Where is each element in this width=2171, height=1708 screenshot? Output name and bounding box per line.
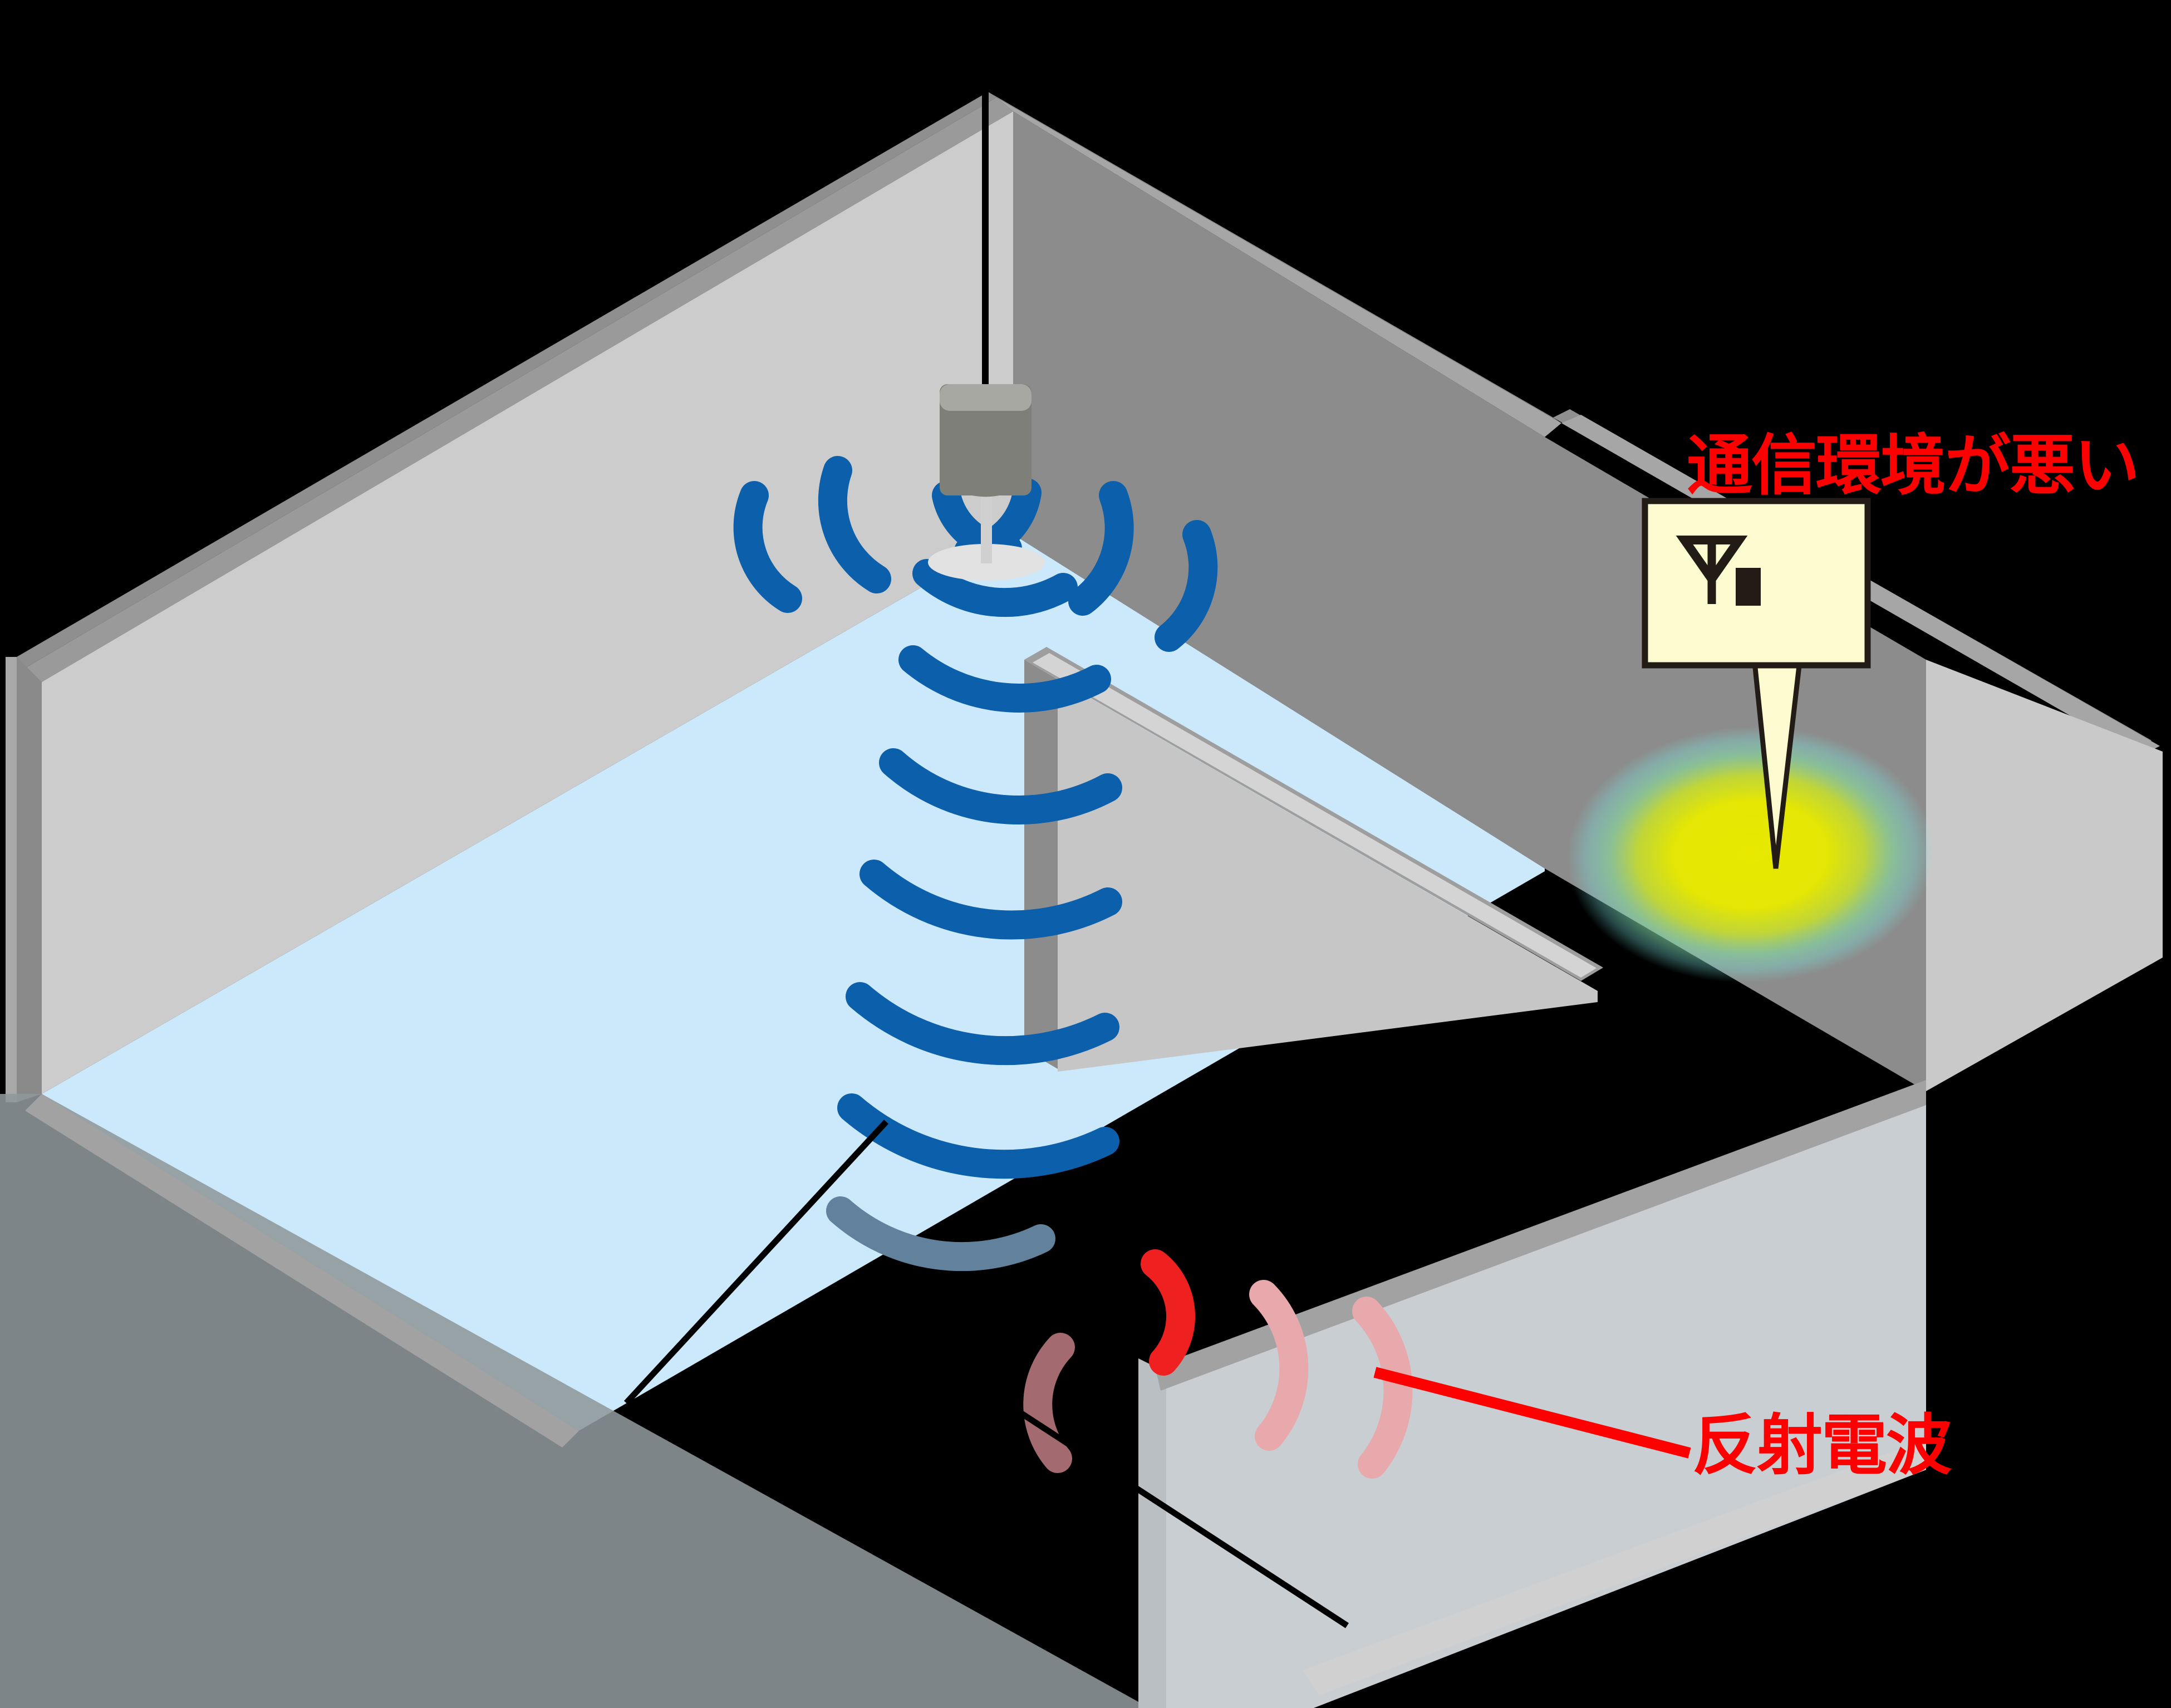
front-left-wall (0, 1094, 1150, 1708)
back-right-wall-top-face (996, 97, 1561, 437)
front-right-wall (1166, 1091, 1926, 1708)
right-wall-outer (1926, 660, 2163, 1091)
left-wall-thickness (17, 657, 42, 1102)
wave-arc-far-left-2 (818, 456, 891, 593)
wave-arc-ripple-2 (898, 645, 1111, 713)
interior-partition-wall (1024, 647, 1603, 1072)
wave-arc-ripple-1 (912, 559, 1078, 617)
partition-end-face (1024, 660, 1058, 1069)
back-left-wall-top-face (25, 97, 1013, 682)
front-left-wall-rail (25, 1094, 579, 1447)
front-right-wall-bottom-rail (1303, 1439, 1926, 1695)
access-point-body-bottom (940, 468, 1032, 497)
wave-arc-ripple-5 (846, 982, 1119, 1066)
leader-lines (623, 1120, 1691, 1628)
back-right-wall-top-band (988, 92, 1561, 423)
signal-bar-icon (1736, 568, 1761, 606)
wave-arc-far-left-1 (733, 481, 802, 613)
label-bad-communication: 通信環境が悪い (1687, 427, 2140, 504)
left-wall-outer-face (6, 657, 17, 1102)
leader-line-black-2 (978, 1383, 1349, 1628)
wave-arc-far-right-2 (1155, 520, 1218, 652)
direct-wave-group (733, 456, 1218, 1179)
wave-arc-ripple-muted (826, 1196, 1055, 1272)
reflected-arc-dim-left (1023, 1333, 1075, 1473)
front-right-wall-rail (1155, 1080, 1926, 1391)
front-corner-post (1138, 1358, 1166, 1708)
wave-arc-ripple-4 (859, 860, 1122, 940)
access-point-stem (981, 490, 992, 563)
access-point-cap (940, 384, 1032, 411)
antenna-icon (1676, 536, 1748, 604)
reflected-arc-pink-2 (1352, 1297, 1413, 1479)
back-left-wall-top-band (17, 92, 996, 668)
back-right-wall-inner (1013, 111, 1545, 868)
front-walls (0, 1080, 1926, 1708)
partition-face (1058, 679, 1598, 1072)
wave-arc-ripple-6 (837, 1093, 1119, 1179)
direct-wave-muted-group (826, 1196, 1055, 1272)
partition-top-inner (1033, 653, 1597, 978)
reflected-arc-pink-1 (1249, 1280, 1309, 1451)
reflected-wave-group (1023, 1249, 1413, 1479)
wave-arc-ripple-3 (879, 748, 1122, 825)
back-left-wall-inner (42, 111, 1013, 1094)
label-reflected-wave: 反射電波 (1692, 1407, 1952, 1484)
wave-arc-far-right-1 (1068, 481, 1134, 616)
leader-line-red (1373, 1367, 1691, 1459)
reflected-arc-bright (1141, 1249, 1196, 1376)
signal-callout[interactable] (1642, 498, 1871, 869)
leader-line-black-1 (623, 1120, 889, 1405)
weak-signal-glow (1567, 726, 1934, 983)
ceiling-access-point (928, 92, 1045, 581)
